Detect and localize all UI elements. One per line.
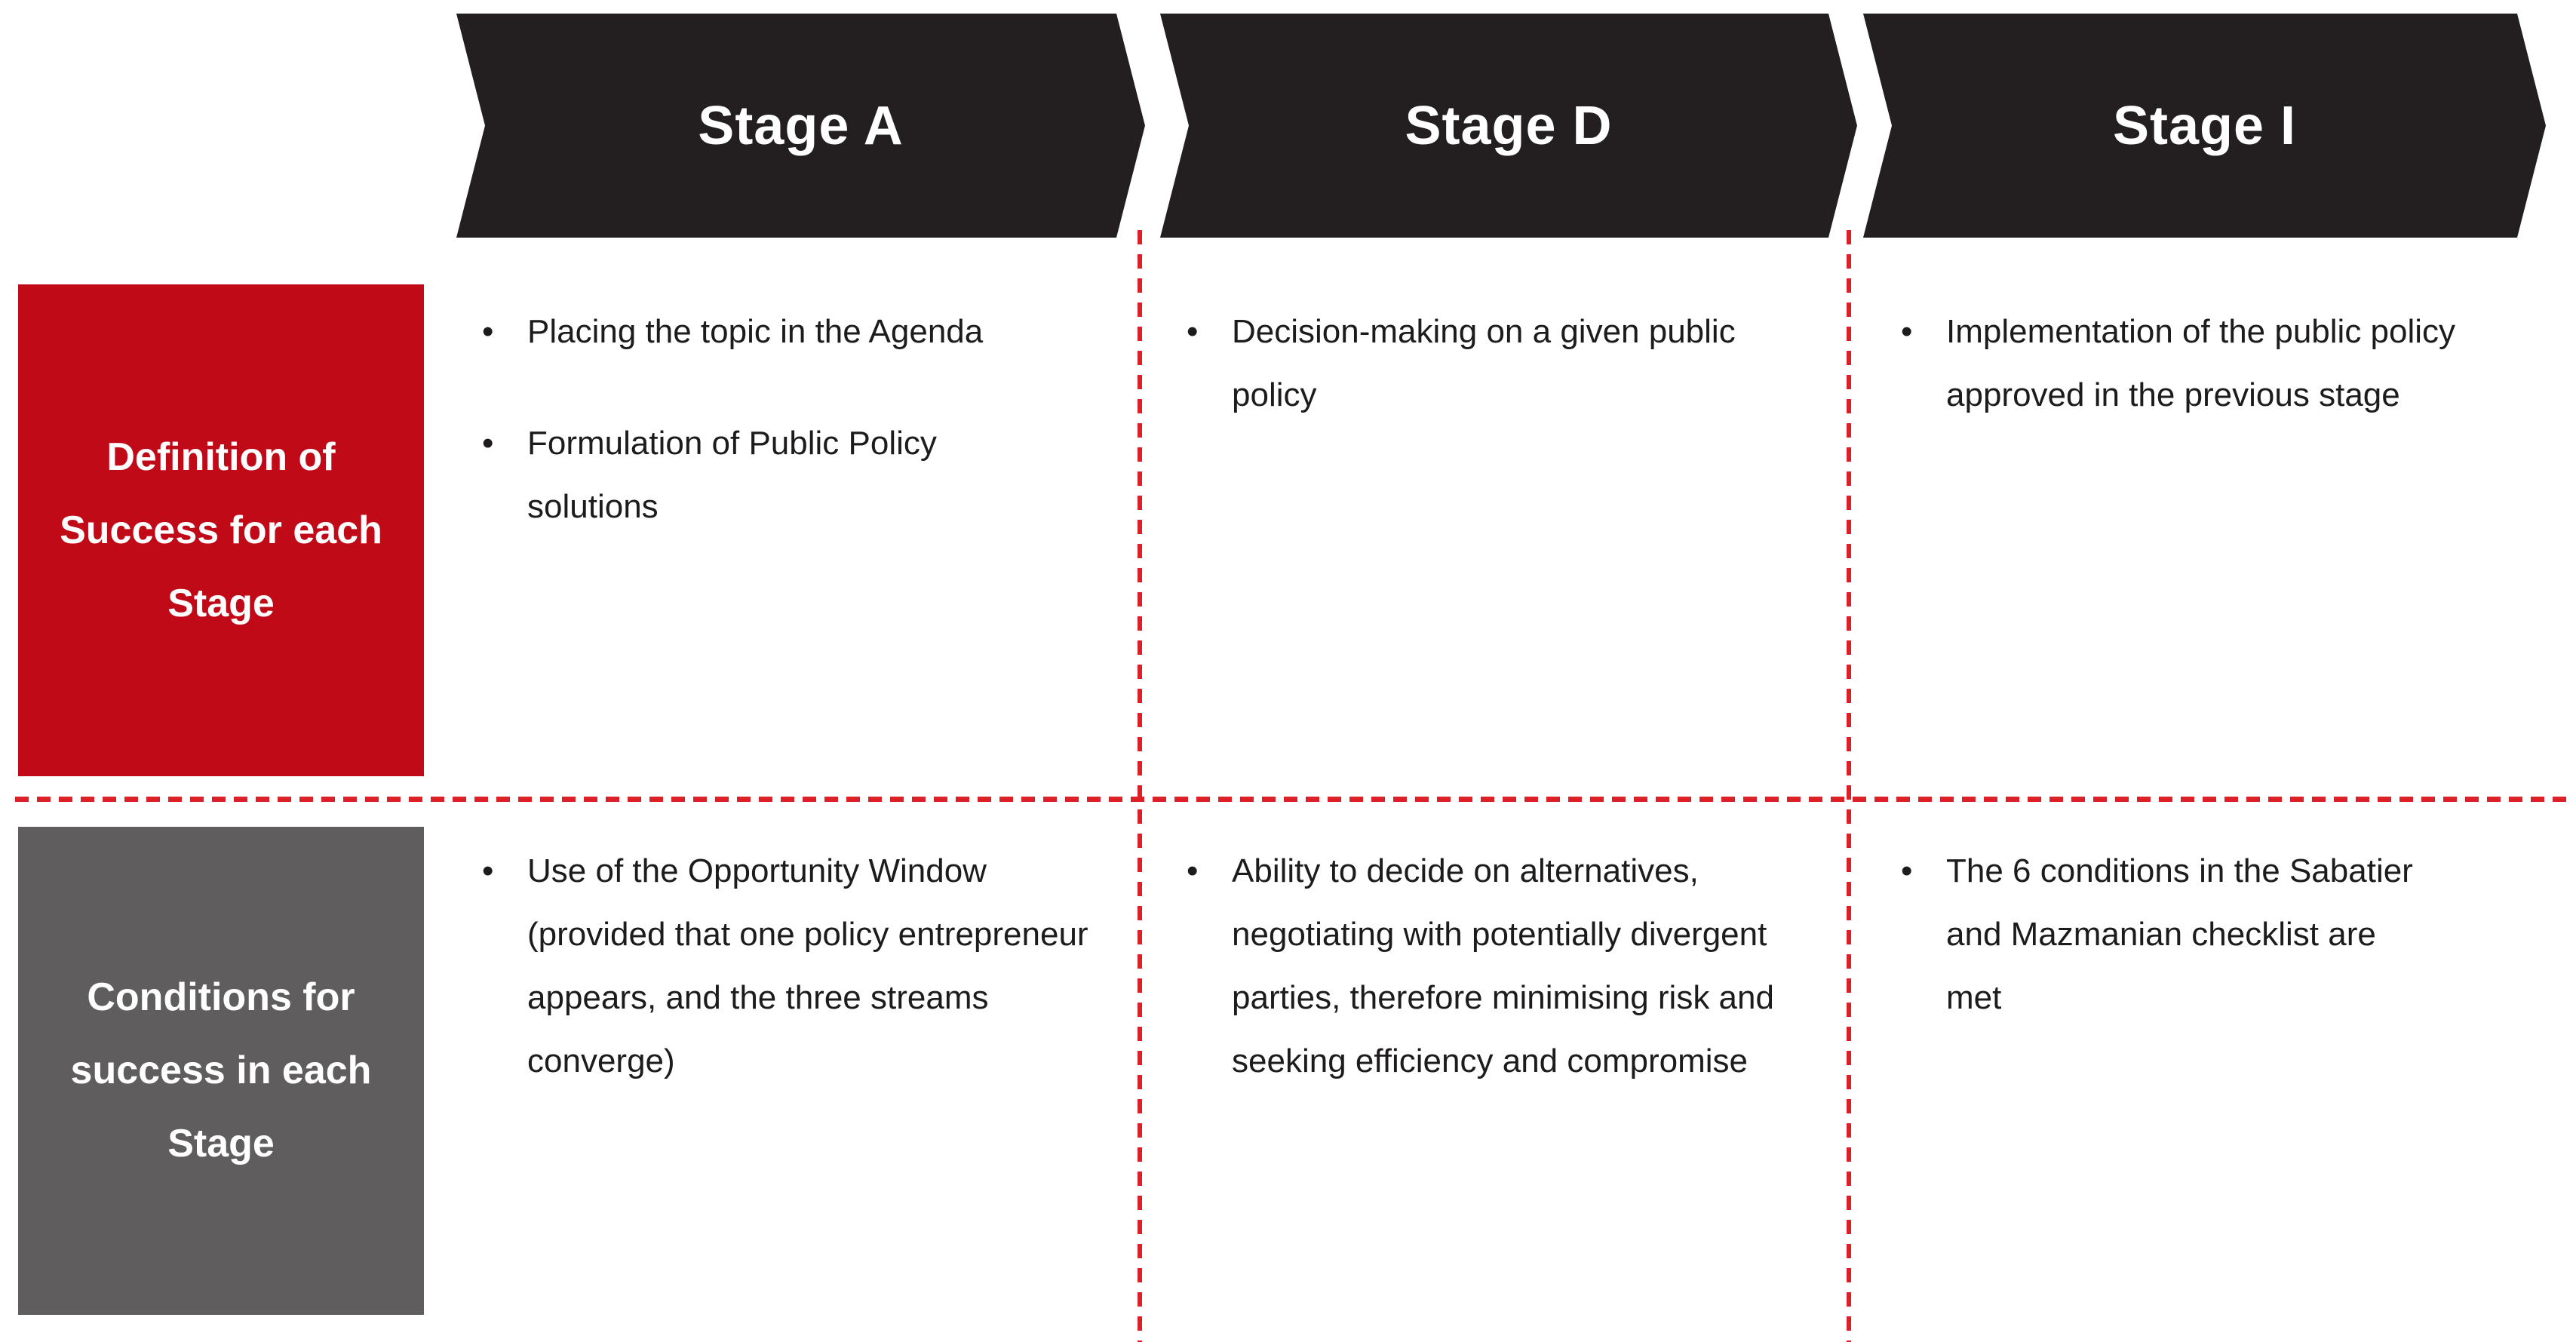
cell-conditions-stage-a: Use of the Opportunity Window (provided … (481, 840, 1095, 1093)
bullet-item: Decision-making on a given public policy (1185, 300, 1736, 427)
bullet-item: Formulation of Public Policy solutions (481, 412, 1076, 539)
stage-i-label: Stage I (2112, 95, 2297, 156)
conditions-row-label-box: Conditions for success in each Stage (18, 827, 424, 1315)
stage-i-header-chevron: Stage I (1863, 14, 2546, 238)
vertical-dashed-divider-1 (1138, 230, 1142, 1342)
conditions-row-label: Conditions for success in each Stage (70, 975, 372, 1165)
cell-definition-stage-i: Implementation of the public policy appr… (1899, 300, 2503, 427)
bullet-item: Implementation of the public policy appr… (1899, 300, 2503, 427)
cell-definition-stage-a: Placing the topic in the Agenda Formulat… (481, 300, 1076, 539)
cell-conditions-stage-i: The 6 conditions in the Sabatier and Maz… (1899, 840, 2427, 1030)
bullet-item: Use of the Opportunity Window (provided … (481, 840, 1095, 1093)
stage-a-label: Stage A (698, 95, 904, 156)
vertical-dashed-divider-2 (1847, 230, 1851, 1342)
cell-definition-stage-d: Decision-making on a given public policy (1185, 300, 1736, 427)
stage-d-header-chevron: Stage D (1160, 14, 1857, 238)
bullet-item: Placing the topic in the Agenda (481, 300, 1076, 364)
definition-row-label-box: Definition of Success for each Stage (18, 284, 424, 776)
bullet-item: Ability to decide on alternatives, negot… (1185, 840, 1826, 1093)
definition-row-label: Definition of Success for each Stage (60, 435, 382, 625)
stage-a-header-chevron: Stage A (456, 14, 1145, 238)
cell-conditions-stage-d: Ability to decide on alternatives, negot… (1185, 840, 1826, 1093)
bullet-item: The 6 conditions in the Sabatier and Maz… (1899, 840, 2427, 1030)
horizontal-dashed-divider (15, 797, 2566, 802)
stage-d-label: Stage D (1405, 95, 1613, 156)
